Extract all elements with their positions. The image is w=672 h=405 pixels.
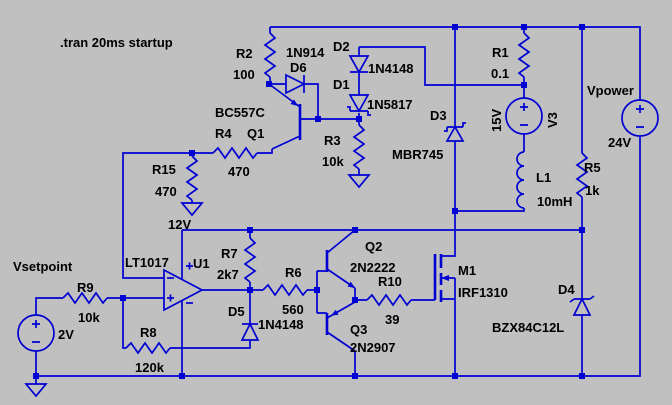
label-R5-name[interactable]: R5 (584, 160, 601, 175)
label-D2-name[interactable]: D2 (333, 39, 350, 54)
diode-D6-symbol[interactable] (285, 73, 306, 95)
label-R1-name[interactable]: R1 (492, 45, 509, 60)
resistor-R4-symbol[interactable] (212, 147, 258, 159)
label-D3-name[interactable]: D3 (430, 108, 447, 123)
label-U1-value[interactable]: LT1017 (125, 255, 169, 270)
label-Vpower-value[interactable]: 24V (608, 135, 631, 150)
resistor-R2-symbol[interactable] (264, 32, 276, 78)
label-D1-value[interactable]: 1N5817 (367, 97, 413, 112)
inductor-L1-symbol[interactable] (516, 151, 525, 209)
label-Q2-name[interactable]: Q2 (365, 239, 382, 254)
voltage-source-V3-symbol[interactable] (505, 97, 543, 135)
label-R5-value[interactable]: 1k (585, 183, 600, 198)
resistor-R7-symbol[interactable] (244, 237, 256, 283)
label-D1-name[interactable]: D1 (333, 77, 350, 92)
voltage-source-Vsetpoint-symbol[interactable] (17, 314, 55, 352)
resistor-R10-symbol[interactable] (366, 294, 412, 306)
resistor-R1-symbol[interactable] (518, 32, 530, 78)
label-R2-value[interactable]: 100 (233, 67, 255, 82)
label-R9-name[interactable]: R9 (77, 280, 94, 295)
label-D5-value[interactable]: 1N4148 (258, 317, 304, 332)
label-R10-value[interactable]: 39 (385, 312, 399, 327)
resistor-R15-symbol[interactable] (186, 155, 198, 201)
wire-network (35, 26, 641, 384)
label-R2-name[interactable]: R2 (236, 46, 253, 61)
diode-D1-symbol[interactable] (347, 94, 371, 116)
label-D4-name[interactable]: D4 (558, 282, 575, 297)
label-R8-value[interactable]: 120k (135, 360, 165, 375)
label-R9-value[interactable]: 10k (78, 310, 100, 325)
label-M1-name[interactable]: M1 (458, 263, 476, 278)
label-R6-value[interactable]: 560 (282, 302, 304, 317)
label-R7-value[interactable]: 2k7 (217, 267, 239, 282)
label-L1-value[interactable]: 10mH (537, 194, 572, 209)
diode-D3-symbol[interactable] (444, 122, 466, 142)
label-Vsetpoint-value[interactable]: 2V (58, 327, 74, 342)
label-L1-name[interactable]: L1 (536, 170, 551, 185)
label-Q3-value[interactable]: 2N2907 (350, 340, 396, 355)
net-label-12V[interactable]: 12V (168, 217, 191, 232)
label-R8-name[interactable]: R8 (140, 325, 157, 340)
label-R15-name[interactable]: R15 (152, 162, 176, 177)
label-D3-value[interactable]: MBR745 (392, 147, 443, 162)
label-R10-name[interactable]: R10 (378, 274, 402, 289)
labels: .tran 20ms startup R2 100 1N914 D6 D2 1N… (13, 35, 634, 375)
label-Q1-value[interactable]: BC557C (215, 105, 265, 120)
resistor-R3-symbol[interactable] (353, 124, 365, 170)
label-R3-value[interactable]: 10k (322, 154, 344, 169)
label-V3-name[interactable]: V3 (545, 112, 560, 128)
label-D6-name[interactable]: D6 (290, 60, 307, 75)
label-Q1-name[interactable]: Q1 (247, 126, 264, 141)
label-R3-name[interactable]: R3 (324, 133, 341, 148)
sim-directive[interactable]: .tran 20ms startup (60, 35, 173, 50)
label-R7-name[interactable]: R7 (221, 246, 238, 261)
label-R15-value[interactable]: 470 (155, 184, 177, 199)
resistor-R8-symbol[interactable] (125, 342, 171, 354)
label-Q2-value[interactable]: 2N2222 (350, 260, 396, 275)
label-Q3-name[interactable]: Q3 (350, 322, 367, 337)
resistor-R6-symbol[interactable] (262, 284, 308, 296)
transistor-Q3-symbol[interactable] (317, 301, 356, 352)
label-Vsetpoint-name[interactable]: Vsetpoint (13, 259, 73, 274)
transistor-Q2-symbol[interactable] (317, 229, 356, 289)
label-R4-value[interactable]: 470 (228, 164, 250, 179)
label-D5-name[interactable]: D5 (228, 304, 245, 319)
diode-D2-symbol[interactable] (348, 55, 370, 74)
zener-D4-symbol[interactable] (569, 295, 595, 316)
diode-D5-symbol[interactable] (240, 322, 260, 341)
transistor-Q1-symbol[interactable] (268, 83, 302, 150)
label-U1-name[interactable]: U1 (193, 256, 210, 271)
label-V3-value[interactable]: 15V (489, 109, 504, 132)
mosfet-M1-symbol[interactable] (433, 254, 449, 302)
voltage-source-Vpower-symbol[interactable] (621, 99, 659, 137)
label-R6-name[interactable]: R6 (285, 265, 302, 280)
label-Vpower-name[interactable]: Vpower (587, 83, 634, 98)
label-D4-value[interactable]: BZX84C12L (492, 320, 564, 335)
ground-flags (24, 174, 371, 398)
label-R4-name[interactable]: R4 (215, 126, 232, 141)
opamp-U1-symbol[interactable] (163, 262, 204, 312)
label-M1-value[interactable]: IRF1310 (458, 285, 508, 300)
label-D2-value[interactable]: 1N4148 (368, 61, 414, 76)
label-D6-value[interactable]: 1N914 (286, 45, 325, 60)
label-R1-value[interactable]: 0.1 (491, 66, 509, 81)
